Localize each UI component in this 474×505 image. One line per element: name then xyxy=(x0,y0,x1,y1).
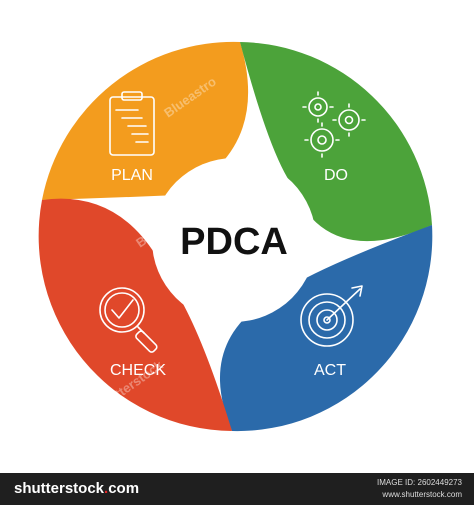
center-circle xyxy=(152,158,316,322)
clipboard-gantt-icon xyxy=(109,91,155,156)
pdca-diagram: PDCA PLAN DO ACT CHECK xyxy=(38,41,433,432)
check-label: CHECK xyxy=(110,362,166,379)
do-label: DO xyxy=(324,167,348,184)
plan-label: PLAN xyxy=(111,167,153,184)
target-arrow-icon xyxy=(300,285,363,347)
center-title: PDCA xyxy=(180,221,288,263)
plan-segment xyxy=(42,41,249,201)
gears-icon xyxy=(302,91,366,158)
brand-suffix: com xyxy=(108,480,140,497)
act-segment xyxy=(219,225,433,432)
brand-dot: . xyxy=(104,480,109,497)
image-id-text: IMAGE ID: 2602449273 xyxy=(377,478,462,487)
check-segment xyxy=(38,198,232,431)
magnifier-check-icon xyxy=(99,287,158,353)
footer-brand: shutterstock.com xyxy=(14,480,139,497)
do-segment xyxy=(240,42,432,242)
footer-info: IMAGE ID: 2602449273 www.shutterstock.co… xyxy=(377,477,462,501)
footer-bar: shutterstock.com IMAGE ID: 2602449273 ww… xyxy=(0,473,474,505)
site-url-text: www.shutterstock.com xyxy=(382,490,462,499)
act-label: ACT xyxy=(314,362,346,379)
brand-main: shutterstock xyxy=(14,480,105,497)
